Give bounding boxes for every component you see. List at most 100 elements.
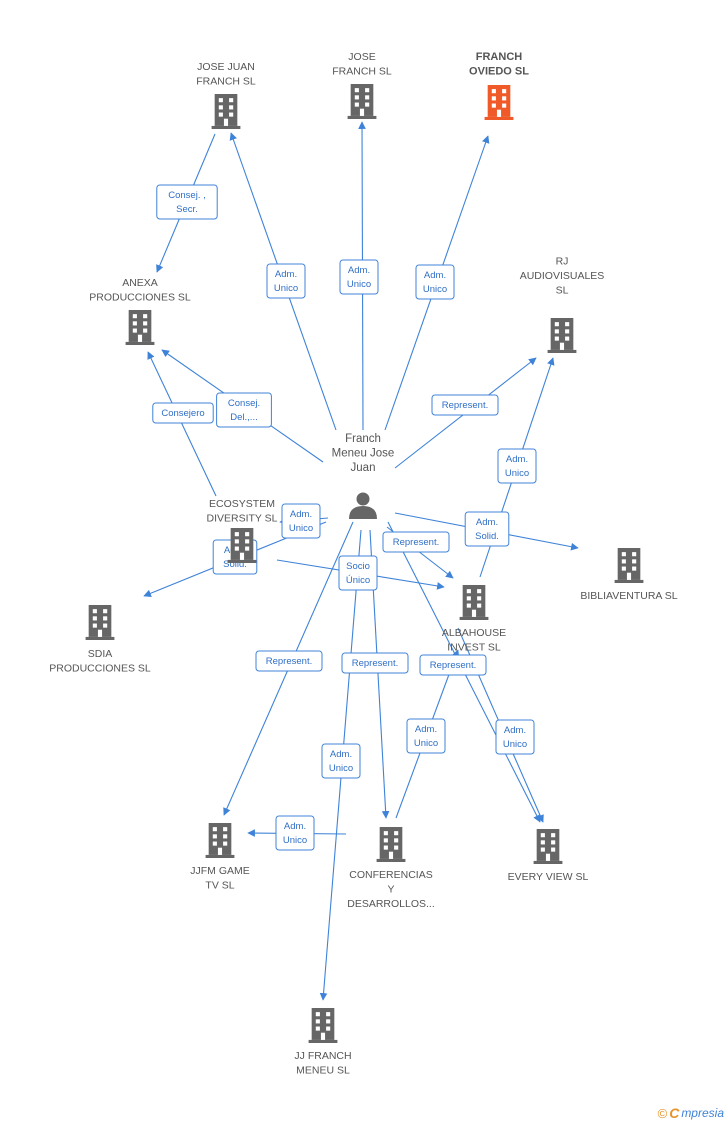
edge-label-person-to-jjfranch[interactable]: Adm. Unico: [321, 743, 361, 779]
edge-label-text: Consej. ,: [168, 190, 206, 201]
edge-label-text: Adm.: [275, 269, 297, 280]
company-node-sdia[interactable]: SDIA PRODUCCIONES SL: [49, 605, 151, 675]
edge-label-conferencias-to-jjfm[interactable]: Adm.Unico: [275, 815, 315, 851]
edge-label-text: Adm.: [506, 454, 528, 465]
node-label-line: JJ FRANCH: [294, 1050, 351, 1062]
edge-label-ecosystem-to-anexa[interactable]: Consejero: [152, 402, 214, 424]
edge-label-person-to-rj[interactable]: Represent.: [431, 394, 499, 416]
node-label-line: DIVERSITY SL: [207, 513, 278, 525]
edge-label-text: Consej.: [228, 398, 260, 409]
edge-label-text: Unico: [503, 739, 527, 750]
edge-label-box: [338, 555, 378, 591]
edge-label-text: Unico: [283, 835, 307, 846]
building-icon: [547, 318, 577, 353]
edge-label-person-to-albahouse[interactable]: Represent.: [382, 531, 450, 553]
edge-label-box: [382, 531, 450, 553]
node-label-line: ALBAHOUSE: [442, 627, 506, 639]
edge-label-text: Consejero: [161, 408, 204, 419]
node-label-line: TV SL: [205, 880, 234, 892]
node-label-line: RJ: [556, 256, 569, 268]
edge-label-box: [255, 650, 323, 672]
edge-label-text: Adm.: [476, 517, 498, 528]
building-icon: [459, 585, 489, 620]
node-label-line: PRODUCCIONES SL: [49, 663, 151, 675]
node-label-line: JOSE JUAN: [197, 61, 255, 73]
company-node-biblia[interactable]: BIBLIAVENTURA SL: [580, 548, 678, 602]
node-label-line: Y: [387, 884, 394, 896]
brand-logo-initial: C: [669, 1105, 680, 1121]
company-node-everyview[interactable]: EVERY VIEW SL: [508, 829, 589, 883]
edge-label-text: Represent.: [442, 400, 488, 411]
edge-label-person-to-everyview[interactable]: Represent.: [419, 654, 487, 676]
edge-label-box: [341, 652, 409, 674]
copyright-icon: ©: [657, 1105, 668, 1121]
edge-label-person-to-josefranch[interactable]: Adm. Unico: [339, 259, 379, 295]
edge-label-person-to-biblia[interactable]: Adm. Solid.: [464, 511, 510, 547]
building-icon: [484, 85, 514, 120]
edge-label-text: Socio: [346, 561, 370, 572]
company-node-conferencias[interactable]: CONFERENCIAS Y DESARROLLOS...: [347, 827, 435, 910]
node-label-line: INVEST SL: [447, 642, 501, 654]
edge-label-text: Represent.: [393, 537, 439, 548]
edge-label-box: [266, 263, 306, 299]
edge-label-person-to-conferencias[interactable]: Represent.: [341, 652, 409, 674]
edge-label-text: Unico: [274, 283, 298, 294]
node-label-line: CONFERENCIAS: [349, 869, 432, 881]
edge-label-text: Adm.: [348, 265, 370, 276]
node-label-line: BIBLIAVENTURA SL: [580, 590, 677, 602]
edge-label-text: Represent.: [266, 656, 312, 667]
node-label-line: SDIA: [88, 648, 113, 660]
edge-label-text: Unico: [505, 468, 529, 479]
edge-label-box: [495, 719, 535, 755]
node-label-line: ANEXA: [122, 277, 158, 289]
edge-label-conferencias-to-albahouse[interactable]: Adm.Unico: [406, 718, 446, 754]
edge-label-text: Unico: [347, 279, 371, 290]
building-icon: [125, 310, 155, 345]
edge-label-albahouse-to-everyview[interactable]: Adm.Unico: [495, 719, 535, 755]
edge-label-albahouse-to-rj[interactable]: Adm. Unico: [497, 448, 537, 484]
node-label-line: EVERY VIEW SL: [508, 871, 589, 883]
node-label-line: PRODUCCIONES SL: [89, 292, 191, 304]
edge-label-text: Adm.: [330, 749, 352, 760]
building-icon: [85, 605, 115, 640]
edge-label-box: [406, 718, 446, 754]
edge-label-box: [216, 392, 272, 428]
node-label-line: OVIEDO SL: [469, 66, 529, 78]
edge-label-box: [415, 264, 455, 300]
building-icon: [205, 823, 235, 858]
building-icon: [614, 548, 644, 583]
edge-label-person-to-josejuan[interactable]: Adm. Unico: [266, 263, 306, 299]
edge-label-person-to-jjfm[interactable]: Represent.: [255, 650, 323, 672]
building-icon: [376, 827, 406, 862]
node-label-line: SL: [556, 285, 569, 297]
edge-label-text: Secr.: [176, 204, 198, 215]
edge-label-person-to-ecosystem[interactable]: Adm.Unico: [281, 503, 321, 539]
node-label-line: Franch: [345, 433, 381, 445]
node-label-line: DESARROLLOS...: [347, 898, 435, 910]
node-label-line: FRANCH: [476, 51, 522, 63]
node-label-line: Juan: [351, 462, 376, 474]
edge-labels-layer: Consej. ,Secr.Adm.UnicoAdm.UnicoAdm.Unic…: [152, 184, 537, 851]
edge-label-person-to-anexa[interactable]: Consej.Del.,...: [216, 392, 272, 428]
edge-label-text: Solid.: [475, 531, 499, 542]
edge-label-text: Adm.: [424, 270, 446, 281]
node-label-line: AUDIOVISUALES: [520, 270, 605, 282]
edge-label-text: Unico: [329, 763, 353, 774]
edge-label-person-to-franchoviedo[interactable]: Adm.Unico: [415, 264, 455, 300]
edge-label-josejuan-to-anexa[interactable]: Consej. , Secr.: [156, 184, 218, 220]
company-node-albahouse[interactable]: ALBAHOUSE INVEST SL: [442, 585, 506, 654]
company-node-anexa[interactable]: ANEXA PRODUCCIONES SL: [89, 277, 191, 345]
edge-label-box: [156, 184, 218, 220]
company-node-franchoviedo[interactable]: FRANCH OVIEDO SL: [469, 51, 529, 120]
company-node-rj[interactable]: RJ AUDIOVISUALES SL: [520, 256, 605, 354]
